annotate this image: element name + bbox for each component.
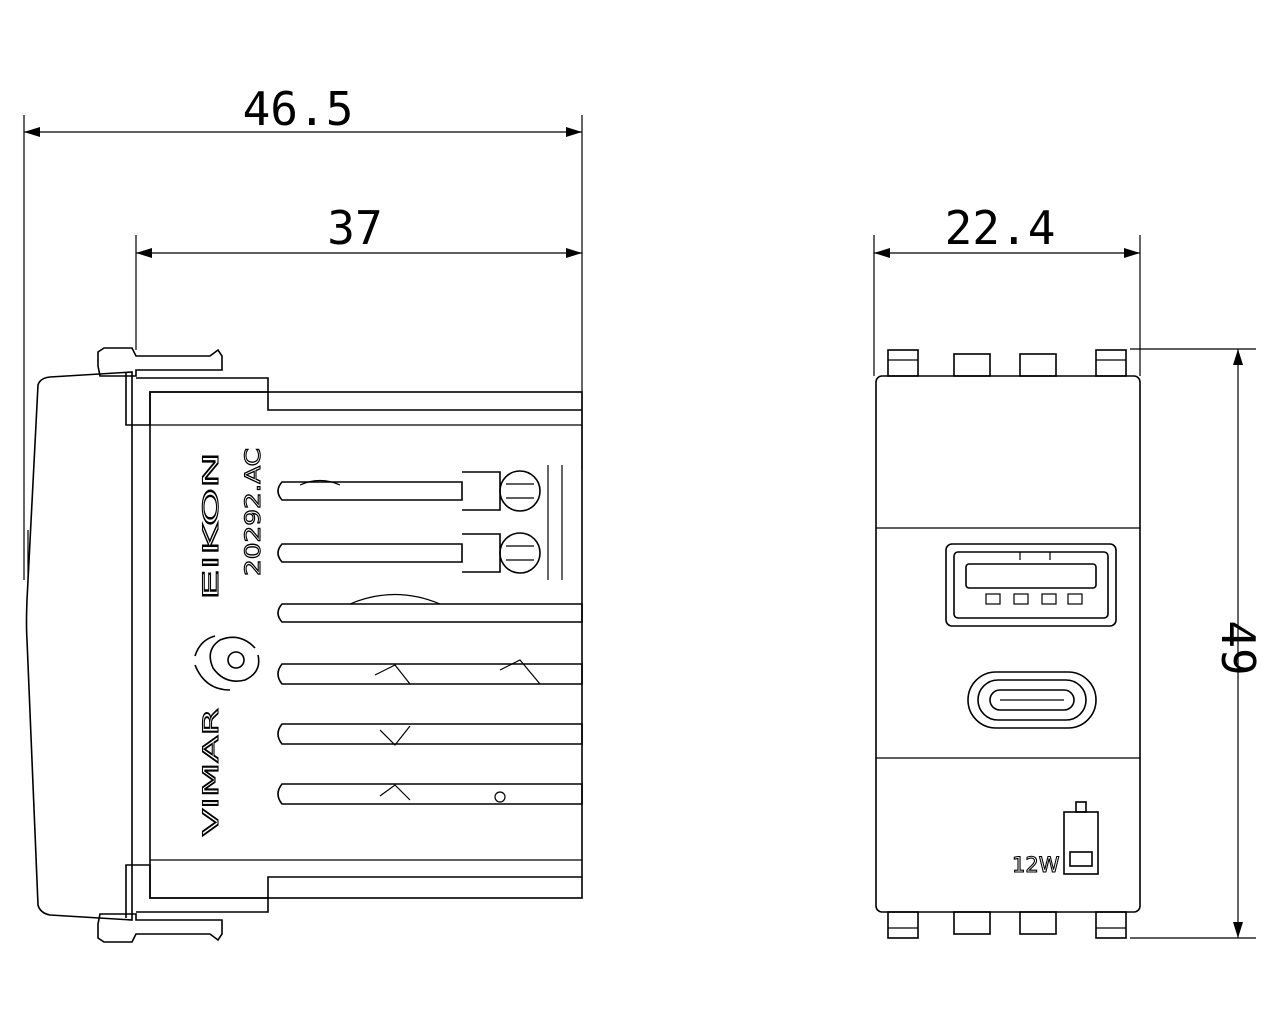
- side-markings: VIMAR EIKON 20292.AC: [198, 447, 265, 836]
- usb-a-port: [945, 543, 1117, 627]
- top-clip: [97, 347, 223, 377]
- side-view: VIMAR EIKON 20292.AC: [25, 347, 583, 943]
- bottom-clip: [97, 913, 223, 943]
- terminal-slots: [277, 465, 583, 805]
- dimension-body-depth: 37: [135, 201, 582, 350]
- front-view: 12W: [875, 349, 1141, 939]
- front-width-label: 22.4: [945, 201, 1056, 255]
- power-label: 12W: [1012, 853, 1060, 877]
- body-depth-label: 37: [327, 201, 382, 255]
- battery-icon: [1063, 801, 1099, 875]
- front-height-label: 49: [1211, 620, 1265, 675]
- front-cap: [25, 371, 133, 921]
- top-tabs: [887, 349, 1127, 377]
- dimension-front-height: 49: [1130, 348, 1265, 939]
- product-code: 20292.AC: [241, 448, 265, 576]
- bottom-tabs: [887, 911, 1127, 939]
- brand-series: EIKON: [199, 452, 223, 600]
- screw-icon: [499, 470, 541, 512]
- dimension-overall-depth: 46.5: [23, 82, 583, 580]
- usb-c-port: [967, 671, 1097, 729]
- brand-name: VIMAR: [199, 708, 223, 836]
- faceplate: [875, 375, 1141, 913]
- brand-logo-icon: [194, 635, 260, 691]
- screw-icon: [499, 532, 541, 574]
- side-body: [149, 391, 583, 899]
- dimension-front-width: 22.4: [873, 201, 1141, 376]
- overall-depth-label: 46.5: [243, 82, 354, 136]
